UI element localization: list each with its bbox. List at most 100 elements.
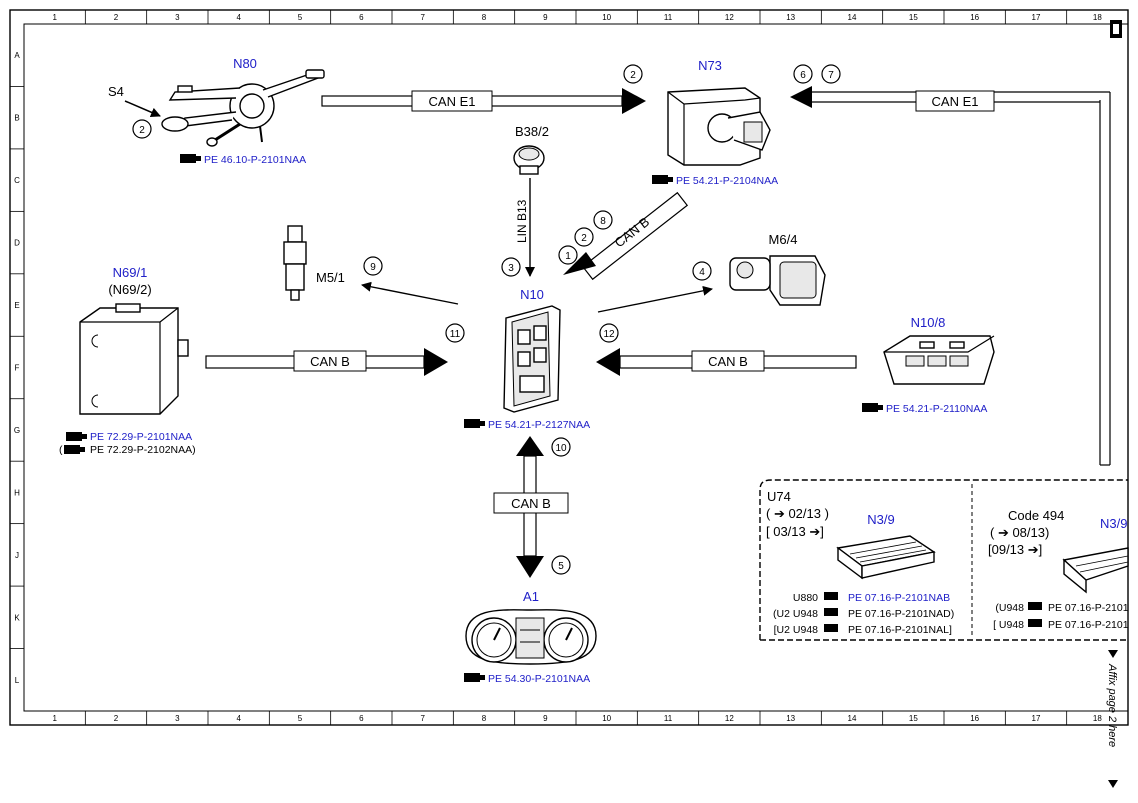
grid-col-label: 5 [298,13,303,22]
grid-col-label: 16 [970,13,979,22]
grid-col-label: 10 [602,714,611,723]
m5-1-label: M5/1 [316,270,345,285]
n69-2-ref[interactable]: PE 72.29-P-2102NAA) [90,444,196,456]
svg-text:6: 6 [800,70,806,81]
grid-row-label: D [14,239,20,248]
grid-col-label: 6 [359,714,364,723]
grid-row-label: G [14,426,20,435]
n10-ref[interactable]: PE 54.21-P-2127NAA [488,419,590,431]
code494-title: Code 494 [1008,508,1064,523]
manual-ref-icon [64,445,85,454]
svg-text:9: 9 [370,262,376,273]
variant-code: [U2 U948 [774,624,819,636]
manual-ref-icon [1028,619,1042,627]
variant-ref[interactable]: PE 07.16-P-2101NAL] [848,624,952,636]
grid-labels: 1122334455667788991010111112121313141415… [10,10,1102,725]
grid-row-label: H [14,488,20,497]
can-e1-right-bus [790,86,1111,466]
grid-col-label: 11 [664,714,673,723]
n10-8-ref[interactable]: PE 54.21-P-2110NAA [886,403,987,415]
manual-ref-icon [464,419,485,428]
can-b-left-label: CAN B [310,354,350,369]
grid-col-label: 7 [420,714,425,723]
variant-ref[interactable]: PE 07.16-P-2101NAD) [848,608,954,620]
callout-8: 8 [593,210,613,230]
n80-label: N80 [233,56,257,71]
m6-4-actuator [729,255,826,306]
n10-8-label: N10/8 [911,315,946,330]
a1-ref[interactable]: PE 54.30-P-2101NAA [488,673,590,685]
code494-line2: [09/13 ➔] [988,542,1042,557]
lin-b13-label: LIN B13 [515,199,529,243]
grid-col-label: 18 [1093,714,1102,723]
variant-ref[interactable]: PE 07.16-P-2101 [1048,619,1129,631]
callout-10: 10 [551,437,571,457]
affix-note-text: Affix page 2 here [1106,663,1118,747]
callout-11: 11 [445,323,465,343]
callout-1: 1 [558,245,578,265]
grid-col-label: 1 [52,714,57,723]
n73-ref[interactable]: PE 54.21-P-2104NAA [676,175,778,187]
grid-col-label: 2 [114,714,119,723]
can-e1-right-label: CAN E1 [932,94,979,109]
n80-ref[interactable]: PE 46.10-P-2101NAA [204,154,306,166]
grid-col-label: 11 [664,13,673,22]
n69-1-label: N69/1 [113,265,148,280]
grid-col-label: 8 [482,13,487,22]
grid-col-label: 18 [1093,13,1102,22]
manual-ref-icon [824,592,838,600]
callout-6: 6 [793,64,813,84]
m6-4-label: M6/4 [769,232,798,247]
svg-text:2: 2 [139,125,145,136]
n3-9-right-label: N3/9 [1100,516,1127,531]
m6-4-arrow [597,285,713,313]
affix-note [1108,650,1118,788]
m5-1-arrow [361,281,459,305]
grid-col-label: 2 [114,13,119,22]
n80-combination-switch [161,69,325,147]
callout-12: 12 [599,323,619,343]
svg-text:4: 4 [699,267,705,278]
callout-5: 5 [551,555,571,575]
u74-title: U74 [767,489,791,504]
grid-col-label: 6 [359,13,364,22]
n10-sam-module [503,305,561,413]
grid-row-label: C [14,176,20,185]
svg-text:1: 1 [565,251,571,262]
b38-2-sensor [513,145,545,175]
variant-ref[interactable]: PE 07.16-P-2101NAB [848,592,950,604]
s4-pointer-arrow [124,100,161,118]
can-e1-left-label: CAN E1 [429,94,476,109]
u74-line2: [ 03/13 ➔] [766,524,824,539]
grid-col-label: 16 [970,714,979,723]
variant-ref[interactable]: PE 07.16-P-2101 [1048,602,1129,614]
svg-text:10: 10 [555,443,567,454]
grid-row-label: F [15,364,20,373]
callout-7: 7 [821,64,841,84]
grid-col-label: 10 [602,13,611,22]
manual-ref-icon [862,403,883,412]
grid-col-label: 15 [909,714,918,723]
n10-8-module [883,335,995,385]
grid-col-label: 12 [725,714,734,723]
svg-text:12: 12 [603,329,615,340]
grid-row-label: J [15,551,19,560]
n69-1-ref[interactable]: PE 72.29-P-2101NAA [90,431,192,443]
manual-ref-icon [464,673,485,682]
grid-col-label: 9 [543,13,548,22]
grid-col-label: 1 [52,13,57,22]
n73-ignition-switch [667,87,771,166]
can-b-right-label: CAN B [708,354,748,369]
grid-col-label: 9 [543,714,548,723]
svg-text:5: 5 [558,561,564,572]
n3-9-variant-box [759,479,1128,641]
u74-line1: ( ➔ 02/13 ) [766,506,829,521]
grid-col-label: 12 [725,13,734,22]
can-b-vertical-bus [493,436,569,578]
callout-2-diagonal: 2 [574,227,594,247]
manual-ref-icon [652,175,673,184]
grid-col-label: 4 [236,714,241,723]
